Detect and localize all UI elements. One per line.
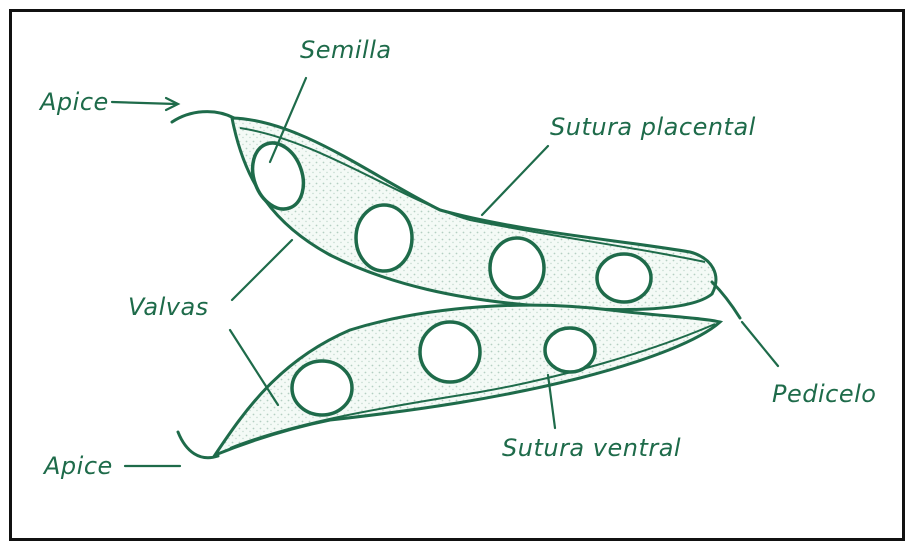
label-placental-suture: Sutura placental (550, 113, 756, 141)
label-apex-top: Apice (38, 88, 109, 116)
lower-seed-2 (420, 322, 480, 382)
label-ventral-suture: Sutura ventral (502, 434, 681, 462)
lower-seed-1 (292, 361, 352, 415)
label-seed: Semilla (300, 36, 392, 64)
lower-apex-tip (178, 432, 218, 458)
label-pedicel: Pedicelo (772, 380, 876, 408)
pedicel-stalk (712, 282, 740, 318)
leader-valves-lower (230, 330, 278, 405)
leader-pedicel (742, 322, 778, 366)
upper-seed-2 (356, 205, 412, 271)
leader-valves-upper (232, 240, 292, 300)
upper-pod (172, 112, 740, 318)
upper-seed-3 (490, 238, 544, 298)
leader-placental-suture (482, 146, 548, 215)
upper-apex-tip (172, 112, 234, 122)
upper-seed-4 (597, 254, 651, 302)
label-valves: Valvas (128, 293, 209, 321)
lower-seed-3 (545, 328, 595, 372)
leader-apex-top (112, 102, 176, 104)
label-apex-bottom: Apice (42, 452, 113, 480)
